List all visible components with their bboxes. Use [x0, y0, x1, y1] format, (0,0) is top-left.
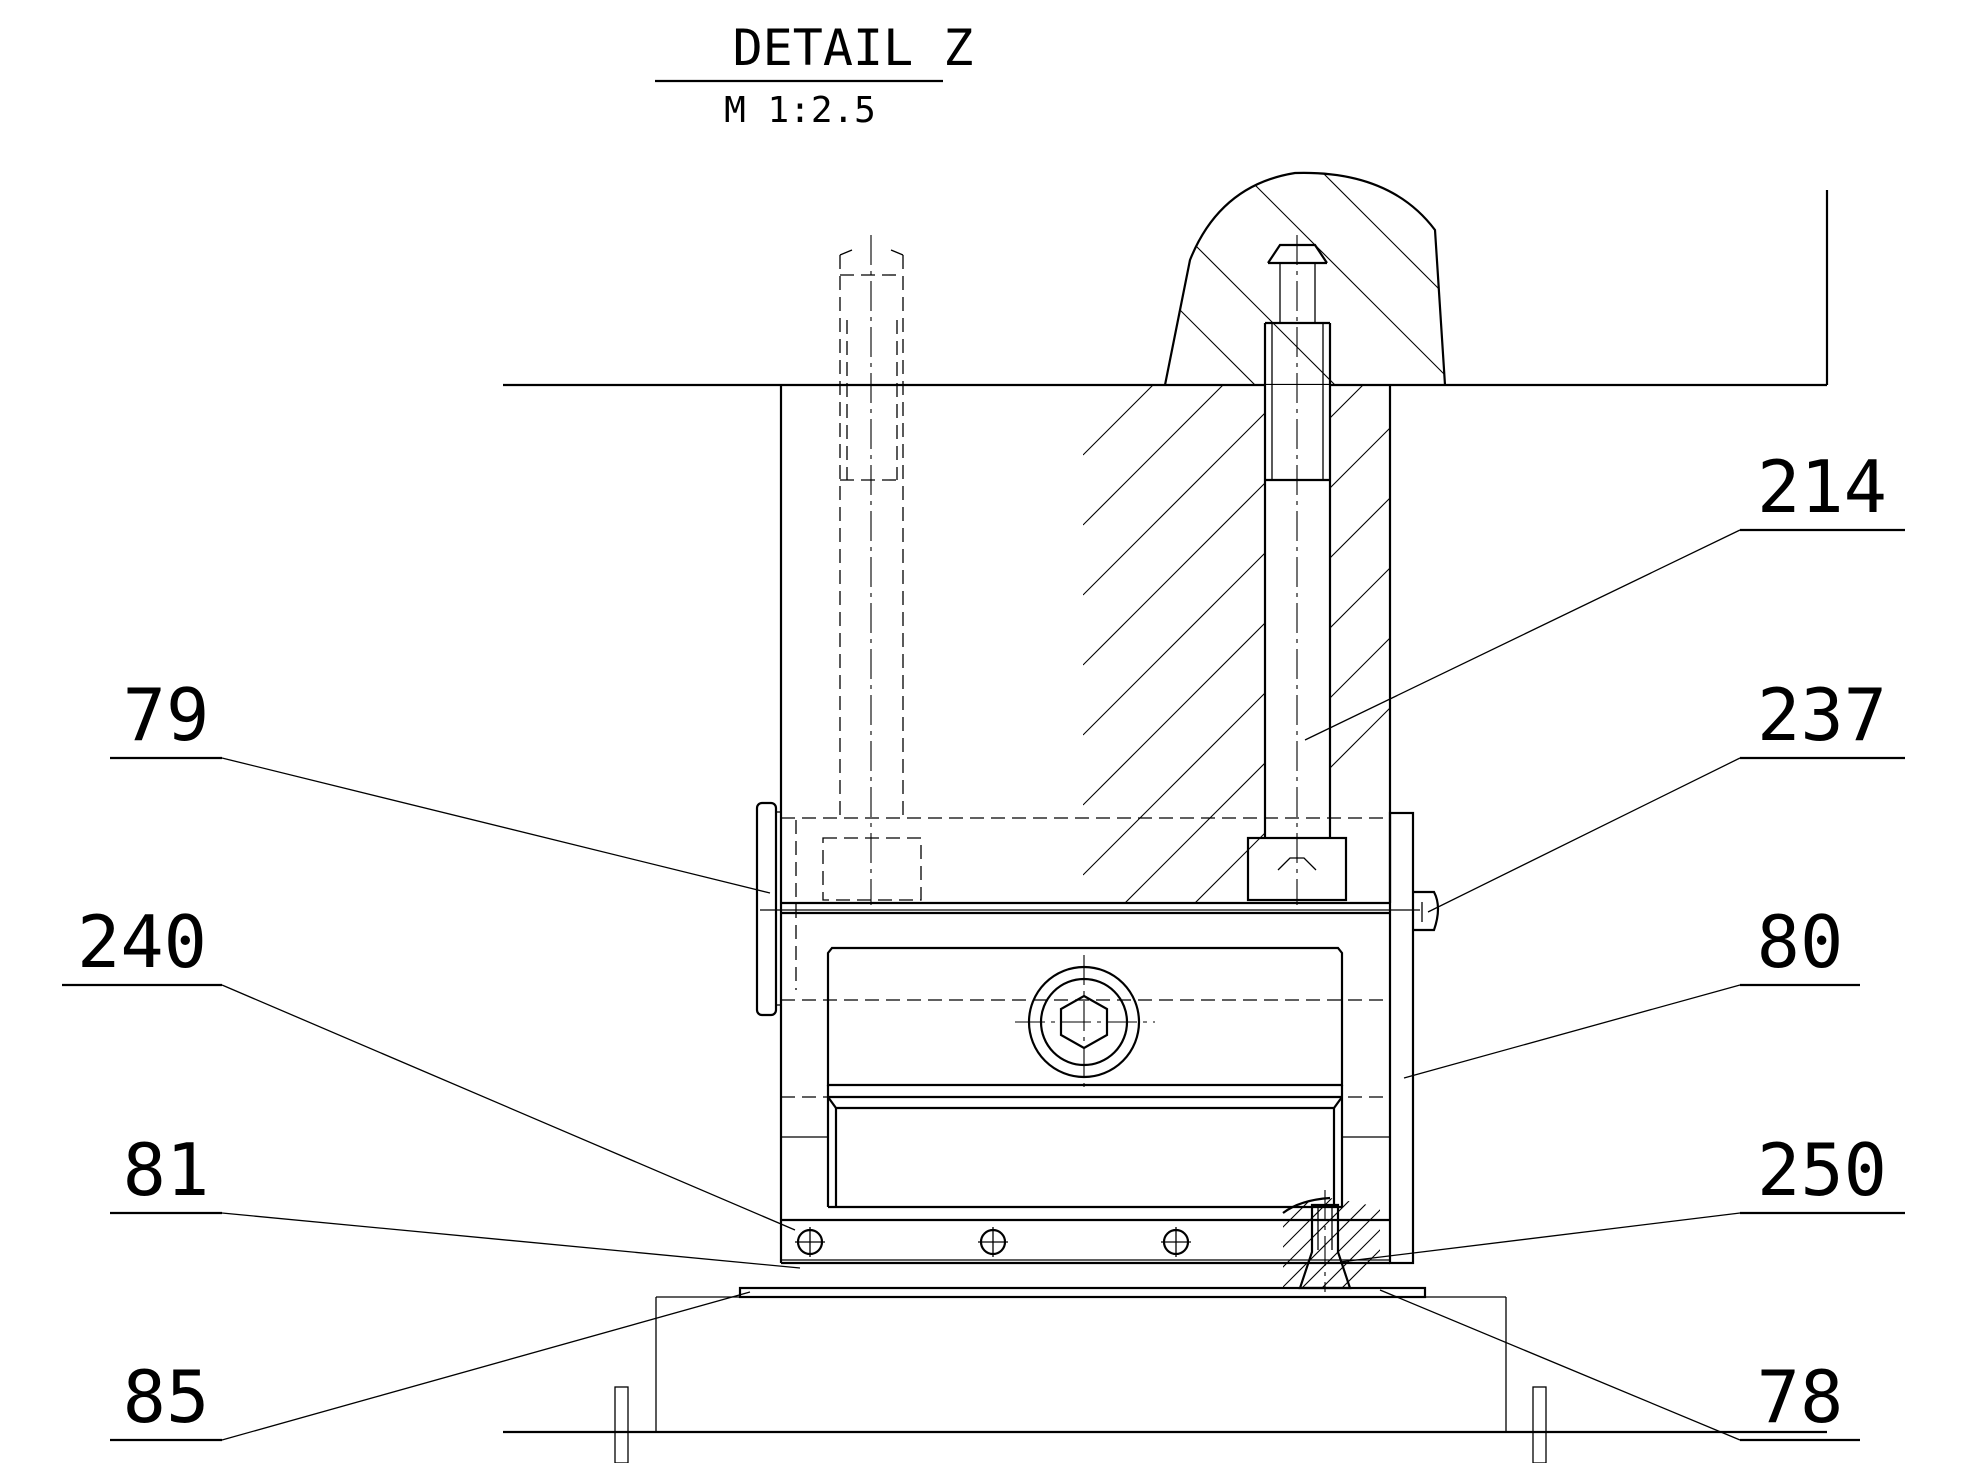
countersunk-screw-250	[1282, 1190, 1380, 1292]
label-250: 250	[1757, 1128, 1887, 1212]
callout-85: 85	[110, 1291, 751, 1442]
callout-214: 214	[1304, 445, 1905, 741]
base-plate-85	[503, 1286, 1827, 1464]
label-240: 240	[77, 900, 207, 984]
label-80: 80	[1757, 900, 1844, 984]
top-plate	[503, 190, 1829, 387]
detail-scale: M 1:2.5	[724, 90, 876, 131]
label-237: 237	[1757, 673, 1887, 757]
side-plate-80	[1388, 811, 1440, 1265]
detail-title: DETAIL Z	[733, 19, 974, 77]
callout-79: 79	[110, 673, 771, 894]
label-81: 81	[123, 1128, 210, 1212]
callout-80: 80	[1403, 900, 1860, 1079]
callout-250: 250	[1339, 1128, 1905, 1263]
bolt-214	[1246, 235, 1348, 905]
main-block	[779, 385, 1392, 1263]
callout-237: 237	[1427, 673, 1905, 913]
drawing-title-block: DETAIL Z M 1:2.5	[655, 19, 973, 131]
handle-79	[755, 801, 781, 1017]
label-214: 214	[1757, 445, 1887, 529]
label-85: 85	[123, 1355, 210, 1439]
round-knob-section	[1163, 171, 1447, 386]
hidden-bolt	[781, 235, 1390, 990]
label-78: 78	[1757, 1355, 1844, 1439]
middle-slab	[760, 901, 1420, 915]
slide-block	[781, 946, 1390, 1209]
callout-78: 78	[1379, 1289, 1860, 1442]
callout-81: 81	[110, 1128, 801, 1269]
callout-240: 240	[62, 900, 796, 1231]
label-79: 79	[123, 673, 210, 757]
bottom-strip-81	[781, 1218, 1390, 1265]
